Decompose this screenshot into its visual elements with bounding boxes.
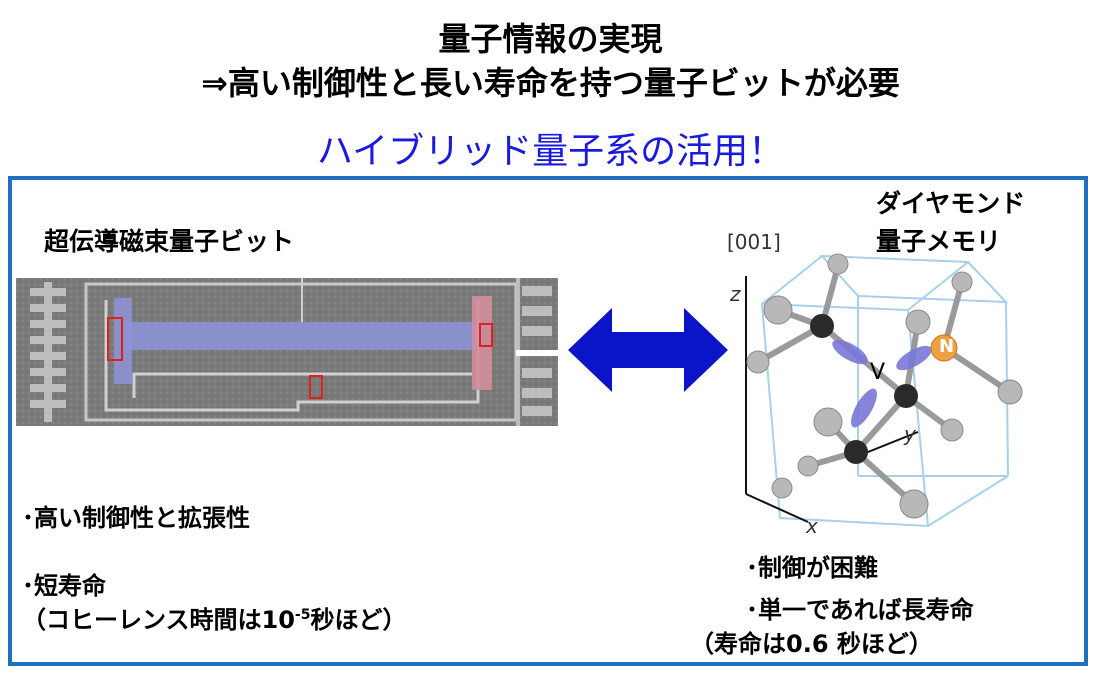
double-arrow-icon: [568, 308, 728, 392]
title-line1: 量子情報の実現: [438, 20, 663, 58]
axis-x-label: x: [806, 514, 818, 538]
superconducting-qubit-caption: 超伝導磁束量子ビット: [44, 227, 295, 256]
left-note-exponent: -5: [294, 607, 311, 623]
axis-z-label: z: [730, 282, 741, 306]
content-frame: [8, 176, 1088, 666]
right-bullet-long-lifetime: ･単一であれば長寿命: [746, 596, 974, 624]
diamond-nv-crystal-diagram: [745, 253, 1023, 528]
axis-001-label: [001]: [727, 230, 781, 254]
vacancy-label: V: [870, 360, 886, 385]
headline: ハイブリッド量子系の活用！: [316, 131, 785, 172]
left-note-suffix: 秒ほど）: [310, 606, 407, 634]
flux-qubit-micrograph: [16, 278, 558, 426]
left-bullet-short-lifetime: ･短寿命: [22, 572, 106, 600]
left-note-prefix: （コヒーレンス時間は10: [22, 606, 295, 634]
title-line2: ⇒高い制御性と長い寿命を持つ量子ビットが必要: [201, 64, 900, 102]
diamond-memory-caption-line2: 量子メモリ: [876, 227, 1002, 256]
nitrogen-label: N: [939, 336, 955, 357]
left-coherence-note: （コヒーレンス時間は10-5秒ほど）: [22, 600, 406, 635]
diamond-memory-caption-line1: ダイヤモンド: [876, 189, 1026, 218]
right-bullet-hard-control: ･制御が困難: [746, 554, 878, 582]
left-bullet-scalability: ･高い制御性と拡張性: [22, 504, 250, 532]
right-lifetime-note: （寿命は0.6 秒ほど）: [690, 630, 933, 658]
axis-y-label: y: [904, 422, 916, 446]
